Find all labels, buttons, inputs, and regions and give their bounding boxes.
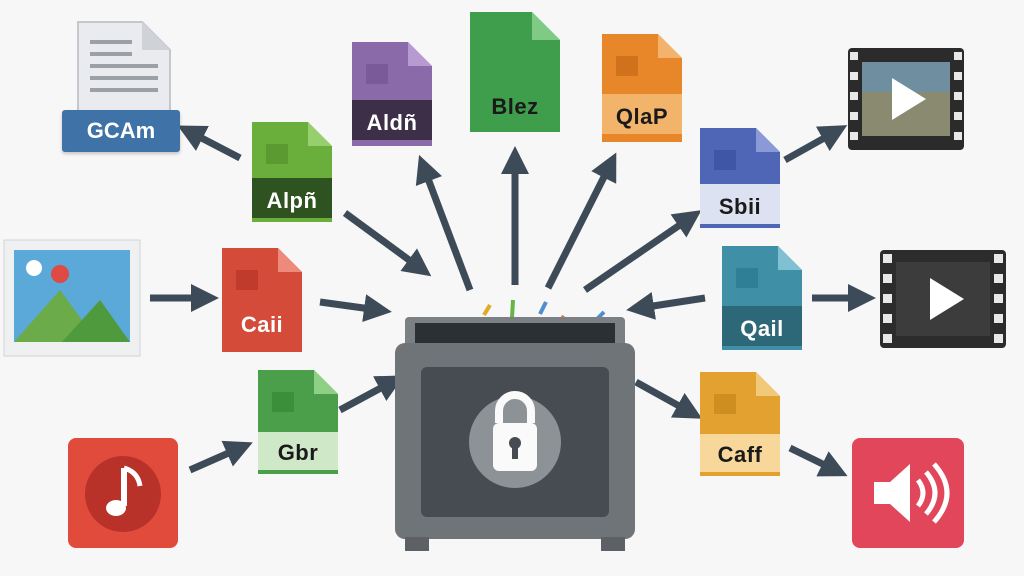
file-icon-caii: Caii	[222, 248, 302, 352]
file-sheet	[470, 12, 560, 132]
file-sheet	[722, 246, 802, 350]
file-icon-qlap: QlaP	[602, 34, 682, 142]
speaker-icon	[852, 438, 964, 548]
file-sheet	[700, 128, 780, 228]
file-label-caii: Caii	[240, 312, 284, 337]
arrow-alpn-to-box	[342, 210, 432, 277]
arrow-box-to-caff	[634, 378, 703, 419]
file-icon-blez: Blez	[470, 12, 560, 132]
file-icon-qail: Qail	[722, 246, 802, 350]
arrow-qail-to-box	[626, 292, 706, 320]
file-label-qlap: QlaP	[615, 104, 669, 129]
file-sheet	[352, 42, 432, 146]
video-film-icon	[880, 250, 1006, 348]
arrow-caff-to-speaker	[788, 444, 848, 477]
arrow-sbii-to-video	[783, 125, 848, 164]
file-icon-sbii: Sbii	[700, 128, 780, 228]
arrow-to-aldn	[415, 154, 474, 292]
arrow-music-to-gbr	[188, 440, 253, 474]
music-icon	[68, 438, 178, 548]
file-icon-alpn: Alpñ	[252, 122, 332, 222]
file-icon-caff: Caff	[700, 372, 780, 476]
video-film-icon	[848, 48, 964, 150]
file-label-caff: Caff	[717, 442, 763, 467]
flow-arrows	[150, 125, 876, 477]
image-icon	[3, 239, 141, 357]
file-sheet	[222, 248, 302, 352]
file-label-blez: Blez	[491, 94, 539, 119]
file-sheet	[602, 34, 682, 142]
file-label-sbii: Sbii	[718, 194, 762, 219]
file-icon-aldn: Aldñ	[352, 42, 432, 146]
arrow-to-qlap	[544, 152, 617, 290]
document-icon	[77, 21, 171, 125]
file-sheet	[700, 372, 780, 476]
file-icon-gbr: Gbr	[258, 370, 338, 474]
arrow-to-sbii	[583, 210, 702, 293]
file-label-gcam: GCAm	[62, 110, 180, 152]
arrow-caii-to-box	[319, 294, 392, 322]
file-label-alpn: Alpñ	[266, 188, 318, 213]
file-label-aldn: Aldñ	[366, 110, 418, 135]
file-sheet	[258, 370, 338, 474]
file-sheet	[252, 122, 332, 222]
file-label-gbr: Gbr	[277, 440, 319, 465]
arrow-to-gcam	[177, 125, 242, 162]
arrow-gbr-to-box	[338, 375, 405, 414]
lock-box-icon	[395, 317, 635, 551]
file-label-qail: Qail	[740, 316, 784, 341]
